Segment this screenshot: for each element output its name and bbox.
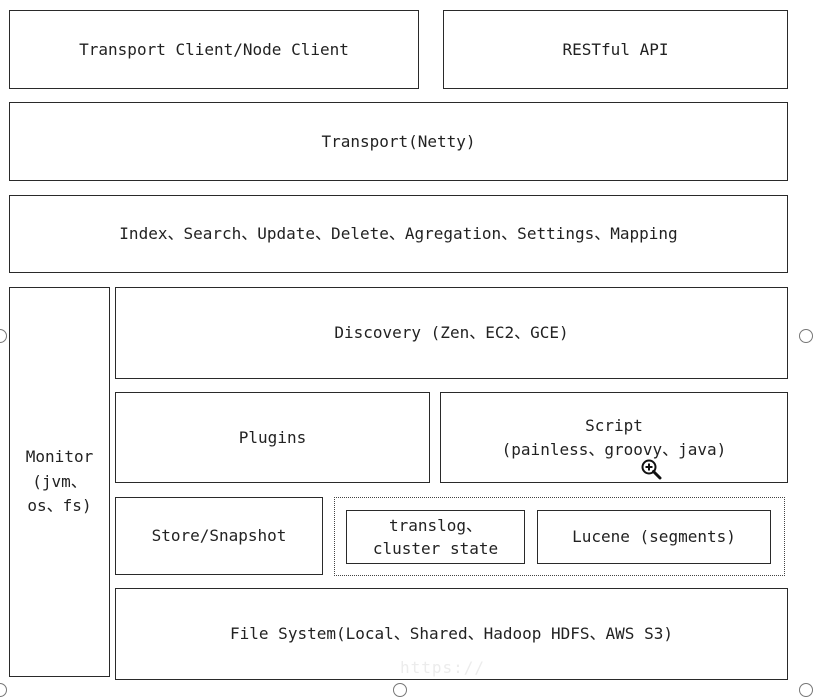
discovery-box: Discovery (Zen、EC2、GCE) (115, 287, 788, 379)
monitor-box: Monitor (jvm、 os、fs) (9, 287, 110, 677)
transport-box: Transport(Netty) (9, 102, 788, 181)
lucene-box: Lucene (segments) (537, 510, 771, 564)
right-resize-handle-icon[interactable] (799, 329, 813, 343)
bottom-right-resize-handle-icon[interactable] (799, 683, 813, 697)
translog-box: translog、 cluster state (346, 510, 525, 564)
transport-client-box: Transport Client/Node Client (9, 10, 419, 89)
left-resize-handle-icon[interactable] (0, 329, 7, 343)
file-system-box: File System(Local、Shared、Hadoop HDFS、AWS… (115, 588, 788, 680)
bottom-resize-handle-icon[interactable] (393, 683, 407, 697)
store-snapshot-box: Store/Snapshot (115, 497, 323, 575)
watermark-text: https:// (400, 658, 486, 677)
zoom-in-cursor-icon (641, 459, 662, 480)
operations-box: Index、Search、Update、Delete、Agregation、Se… (9, 195, 788, 273)
script-box: Script (painless、groovy、java) (440, 392, 788, 483)
restful-api-box: RESTful API (443, 10, 788, 89)
bottom-left-resize-handle-icon[interactable] (0, 683, 7, 697)
plugins-box: Plugins (115, 392, 430, 483)
